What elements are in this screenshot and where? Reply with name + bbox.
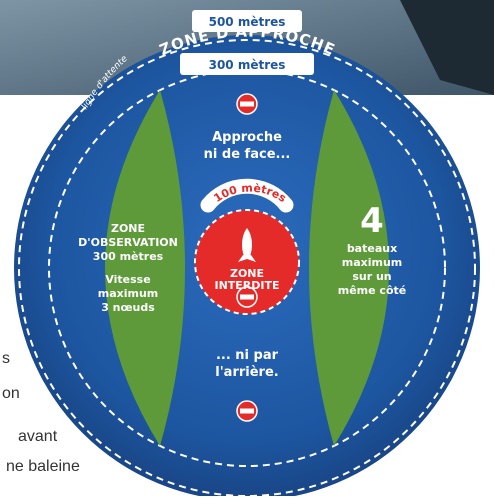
outer-dashed-ring: [18, 39, 476, 497]
whale-silhouette-icon: [238, 228, 256, 262]
speed-line-3: 3 nœuds: [101, 301, 155, 314]
forbidden-zone-line-1: ZONE: [230, 267, 264, 280]
observation-zone-right: [309, 90, 389, 446]
observation-zone-left: [105, 90, 185, 446]
background-text-fragment: avant: [18, 428, 58, 445]
front-approach-line-1: Approche: [212, 130, 282, 145]
speed-line-1: Vitesse: [105, 273, 150, 286]
outer-distance-tab: [192, 10, 302, 32]
forbidden-distance-band: [200, 178, 294, 213]
speed-line-2: maximum: [98, 287, 159, 300]
background-text-fragment: ne baleine: [6, 458, 80, 475]
boats-line-4: même côté: [338, 284, 406, 297]
boats-line-3: sur un: [352, 270, 391, 283]
front-approach-line-2: ni de face...: [204, 147, 291, 162]
inner-distance-label: 300 mètres: [209, 58, 286, 72]
boats-line-2: maximum: [342, 256, 403, 269]
observation-distance: 300 mètres: [93, 250, 164, 263]
forbidden-zone: [194, 209, 300, 315]
rear-approach-line-2: l'arrière.: [215, 365, 278, 380]
observation-title-line-1: ZONE: [111, 222, 145, 235]
outer-distance-label: 500 mètres: [209, 15, 286, 29]
orca-silhouette: [400, 0, 494, 95]
boats-number: 4: [360, 201, 384, 241]
no-entry-icon: [236, 286, 258, 308]
forbidden-zone-line-2: INTERDITE: [214, 279, 279, 292]
no-entry-icon: [236, 93, 258, 115]
no-entry-icon: [236, 400, 258, 422]
boats-line-1: bateaux: [347, 242, 397, 255]
observation-title-line-2: D'OBSERVATION: [78, 236, 178, 249]
inner-distance-tab: [180, 53, 314, 75]
background-text-fragment: s: [2, 350, 10, 367]
inner-dashed-ring: [48, 69, 446, 467]
background-text-fragment: on: [2, 385, 20, 402]
rear-approach-line-1: ... ni par: [216, 348, 279, 363]
